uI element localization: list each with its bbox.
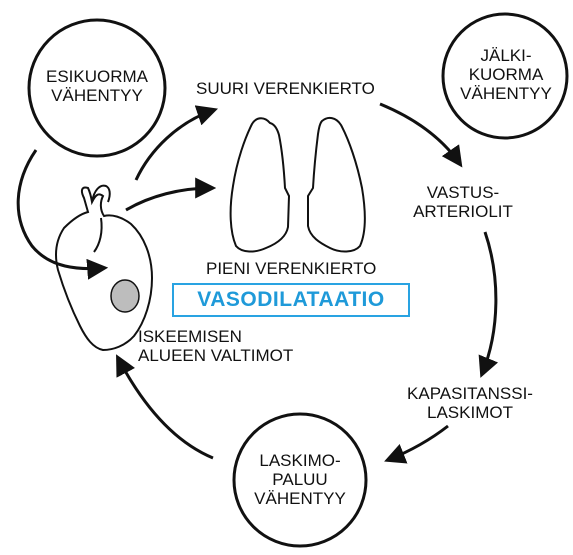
resistance-arterioles-label: VASTUS- ARTERIOLIT	[408, 183, 518, 221]
vasodilatation-box: VASODILATAATIO	[172, 283, 410, 317]
arrow-heart-to-lungs	[126, 188, 212, 210]
vasodilatation-label: VASODILATAATIO	[197, 288, 384, 312]
pulmonary-circulation-label: PIENI VERENKIERTO	[206, 259, 376, 278]
afterload-label: JÄLKI- KUORMA VÄHENTYY	[444, 46, 568, 103]
capacitance-veins-label: KAPASITANSSI- LASKIMOT	[384, 384, 556, 422]
arrow-heart-to-systemic	[136, 110, 214, 180]
right-lung-icon	[308, 118, 365, 252]
venous-return-label: LASKIMO- PALUU VÄHENTYY	[234, 451, 366, 508]
arrow-capacitance-to-venous	[388, 426, 448, 460]
ischemic-lesion-icon	[111, 280, 139, 312]
preload-label: ESIKUORMA VÄHENTYY	[30, 67, 164, 105]
ischemic-arteries-label: ISKEEMISEN ALUEEN VALTIMOT	[138, 327, 293, 365]
arrow-preload-to-heart	[18, 150, 104, 269]
arrow-venous-to-heart	[118, 358, 213, 458]
systemic-circulation-label: SUURI VERENKIERTO	[196, 79, 375, 98]
left-lung-icon	[231, 118, 289, 251]
arrow-systemic-to-resistance	[380, 104, 460, 164]
arrow-resistance-to-capacitance	[482, 232, 496, 374]
vessel-line-icon	[94, 218, 102, 252]
